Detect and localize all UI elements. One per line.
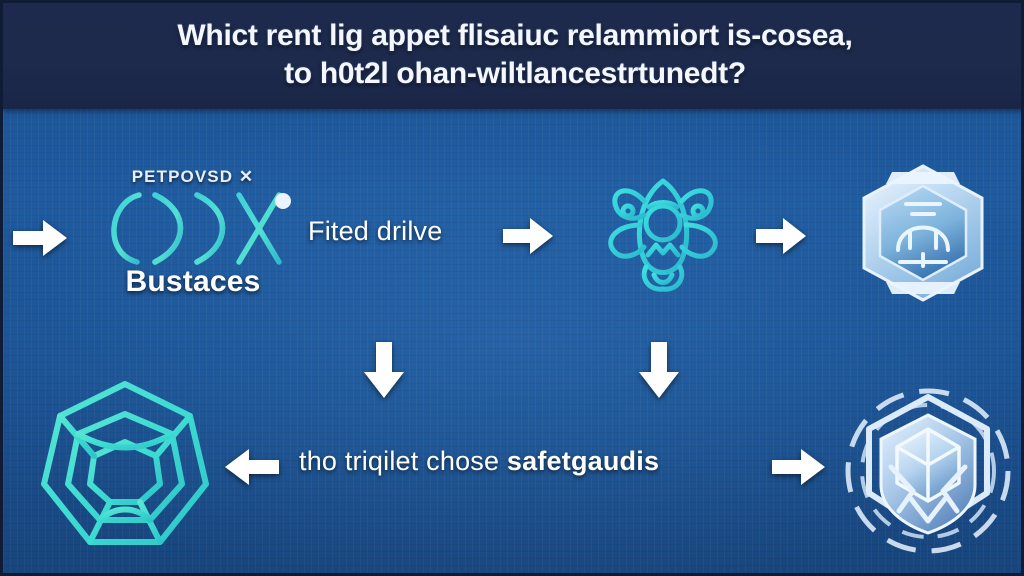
header-band: Whict rent lig appet flisaiuc relammiort…: [3, 3, 1021, 109]
edge-label-fited-drilve: Fited drilve: [308, 216, 443, 246]
dna-helix-icon: [93, 189, 293, 267]
edge-label-safeguards: tho triqilet chose safetgaudis: [299, 446, 659, 477]
node-dna[interactable]: PETPOVSD ✕: [73, 153, 313, 313]
arrow-right-icon: [769, 444, 829, 490]
molecular-sphere-icon: [30, 374, 220, 559]
edge-label-safeguards-bold: safetgaudis: [506, 446, 660, 476]
node-creature[interactable]: [568, 158, 758, 308]
arrow-down-icon: [635, 339, 683, 401]
node-dna-caption-top: PETPOVSD ✕: [131, 167, 255, 186]
arrow-right-icon: [500, 214, 556, 258]
arrow-left-icon: [221, 444, 283, 490]
arrow-down-icon: [360, 339, 408, 401]
page-title: Whict rent lig appet flisaiuc relammiort…: [177, 19, 853, 90]
arrow-right-icon: [753, 214, 809, 258]
hexagon-badge-icon: [848, 158, 998, 308]
arrow-right-icon: [9, 215, 71, 261]
winged-creature-icon: [588, 163, 738, 303]
node-molecule[interactable]: [25, 371, 225, 561]
edge-label-safeguards-normal: tho triqilet chose: [299, 446, 507, 476]
node-hex-badge[interactable]: [843, 153, 1003, 313]
node-cube-shield[interactable]: [838, 378, 1018, 558]
cube-shield-emblem-icon: [841, 381, 1016, 556]
node-dna-caption-bottom: Bustaces: [125, 265, 261, 298]
